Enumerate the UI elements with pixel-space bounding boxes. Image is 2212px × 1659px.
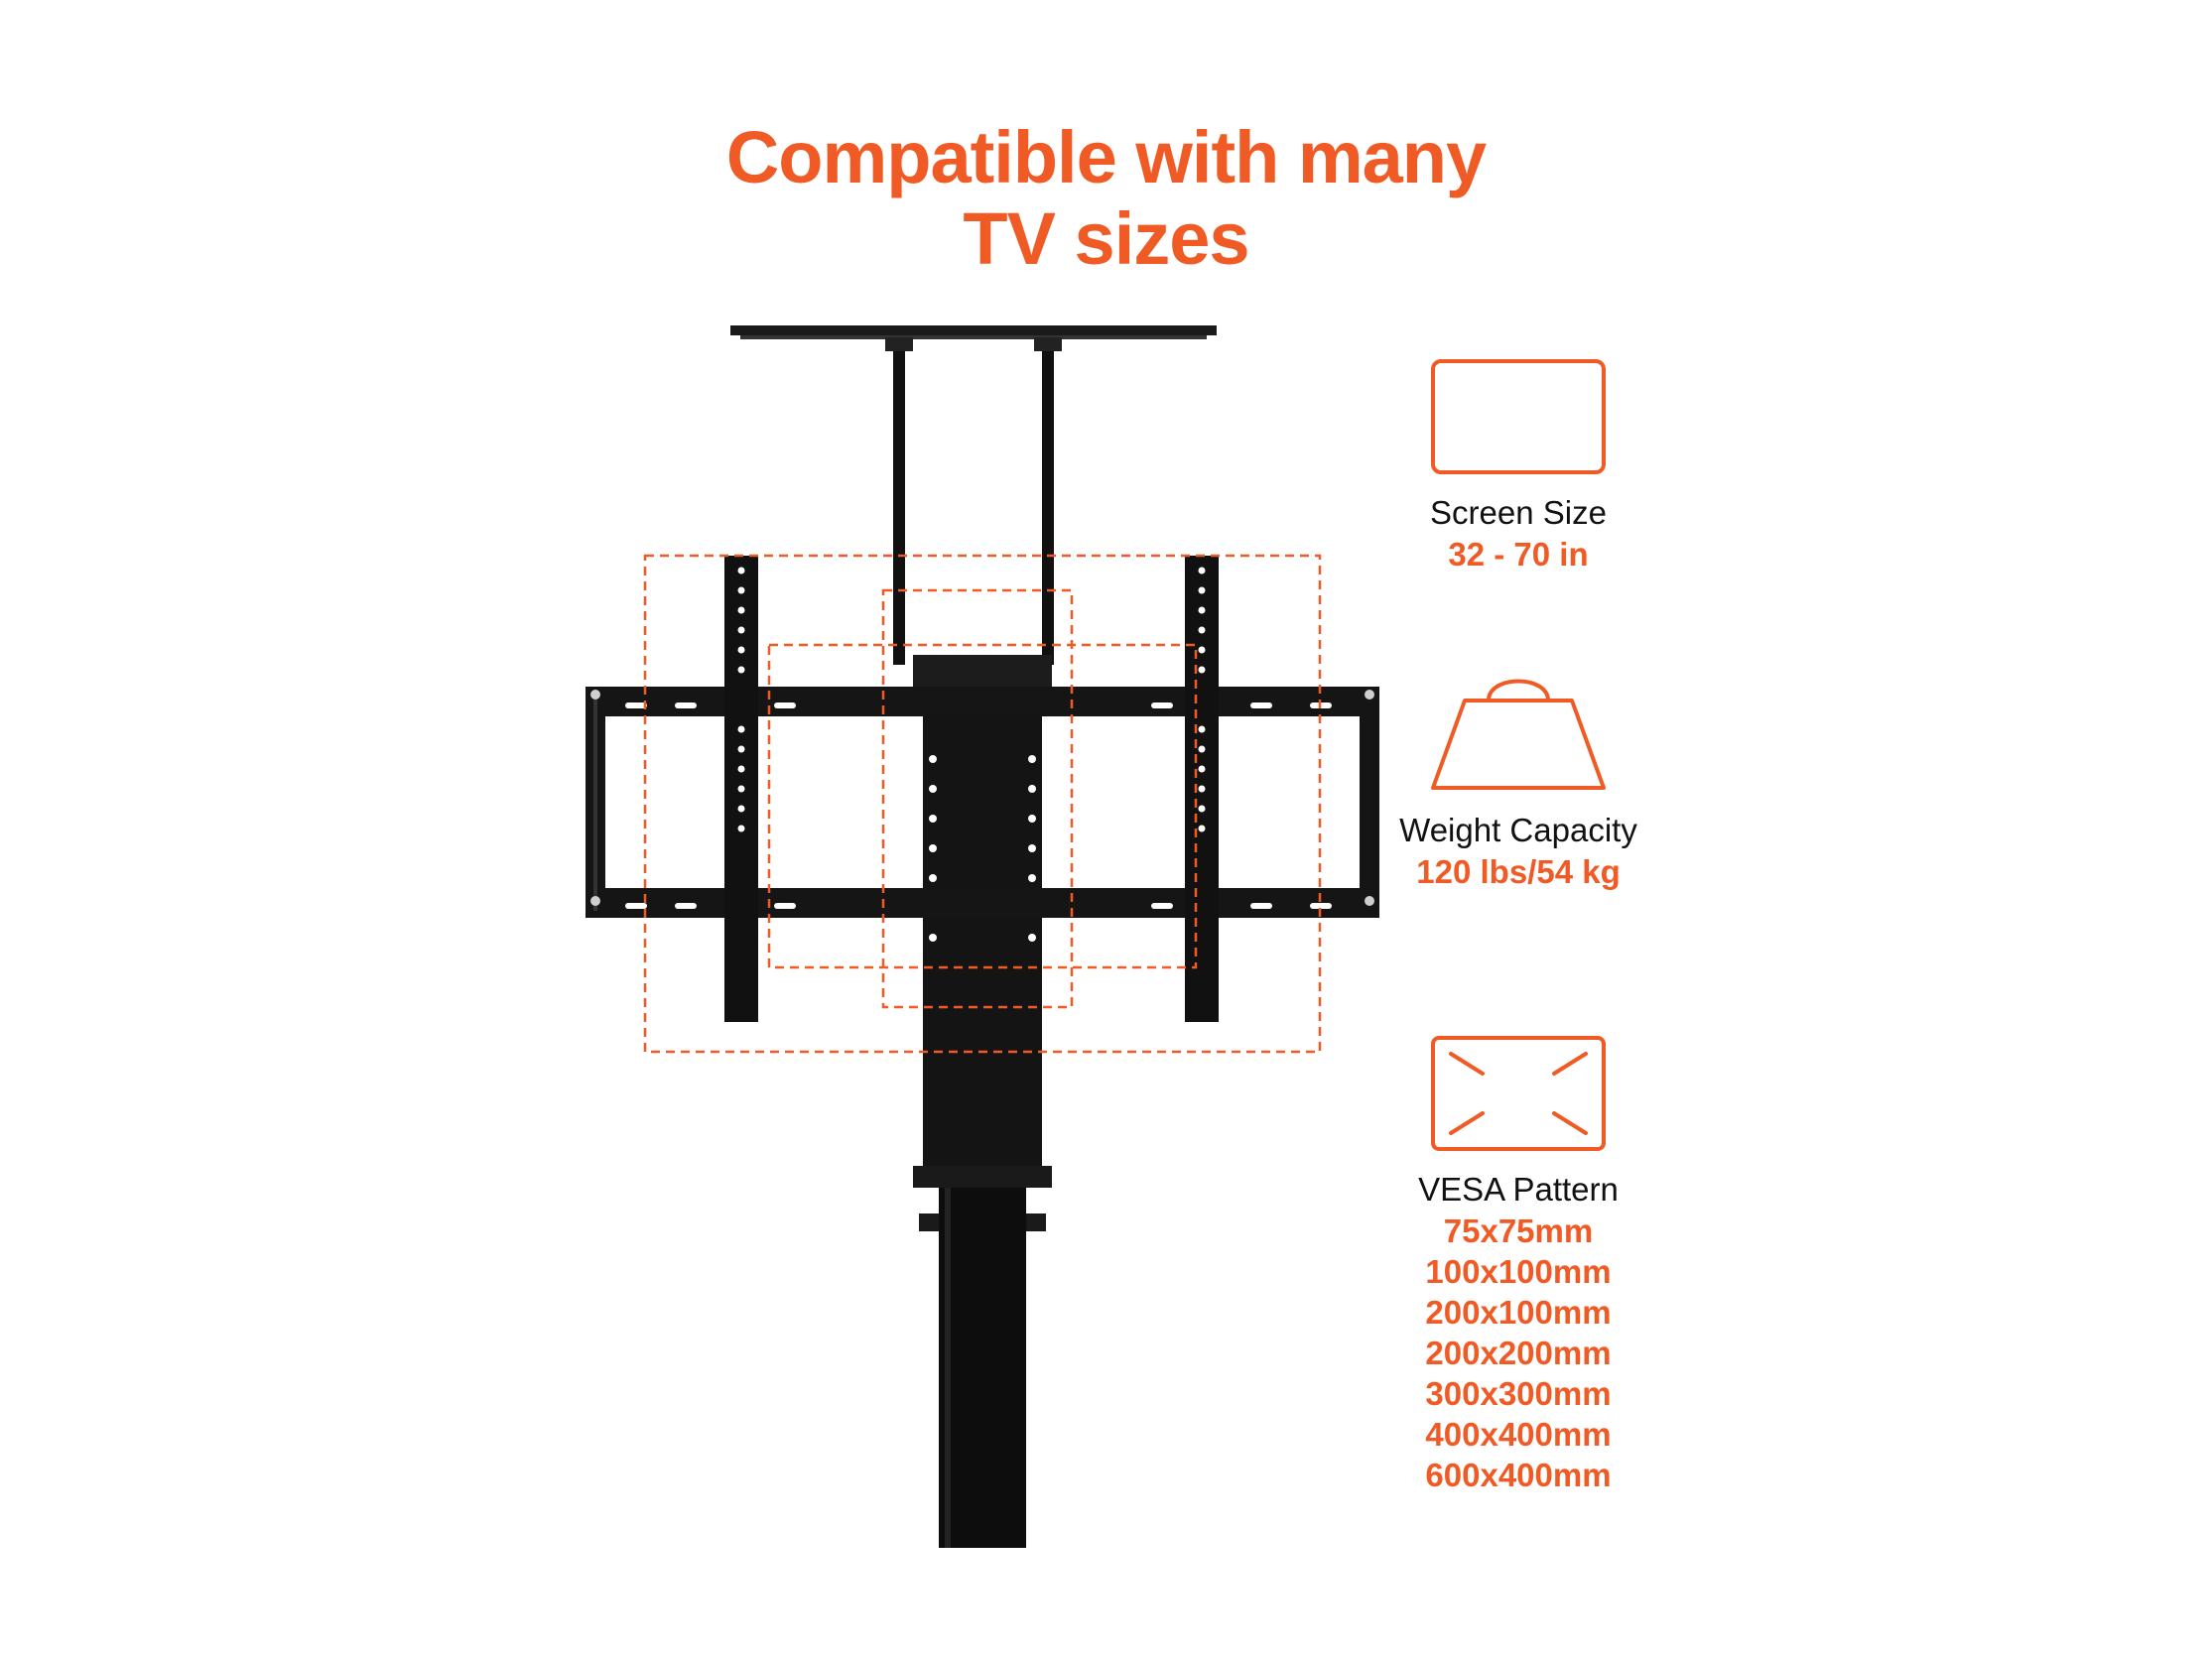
spec-screen-size: Screen Size 32 - 70 in (1350, 357, 1687, 574)
page-title: Compatible with many TV sizes (0, 117, 2212, 280)
spec-weight-capacity: Weight Capacity 120 lbs/54 kg (1350, 671, 1687, 892)
screen-icon (1431, 359, 1606, 474)
screen-size-value: 32 - 70 in (1448, 536, 1589, 573)
title-line-1: Compatible with many (725, 116, 1487, 198)
weight-icon (1431, 679, 1606, 790)
tv-mount-illustration (556, 318, 1409, 1558)
title-line-2: TV sizes (963, 197, 1249, 280)
vesa-size-6: 400x400mm (1425, 1416, 1612, 1453)
vesa-size-2: 100x100mm (1425, 1253, 1612, 1290)
vesa-size-5: 300x300mm (1425, 1375, 1612, 1412)
vesa-size-1: 75x75mm (1443, 1212, 1594, 1249)
vesa-pattern-icon (1431, 1036, 1606, 1151)
vesa-size-4: 200x200mm (1425, 1335, 1612, 1371)
spec-vesa-pattern: VESA Pattern 75x75mm 100x100mm 200x100mm… (1350, 1034, 1687, 1495)
weight-capacity-value: 120 lbs/54 kg (1416, 853, 1621, 890)
tv-mount-drawing (586, 325, 1379, 1548)
screen-size-label: Screen Size (1430, 494, 1607, 531)
vesa-pattern-label: VESA Pattern (1418, 1171, 1619, 1208)
weight-capacity-label: Weight Capacity (1399, 812, 1637, 848)
vesa-size-7: 600x400mm (1425, 1457, 1612, 1493)
vesa-size-3: 200x100mm (1425, 1294, 1612, 1331)
